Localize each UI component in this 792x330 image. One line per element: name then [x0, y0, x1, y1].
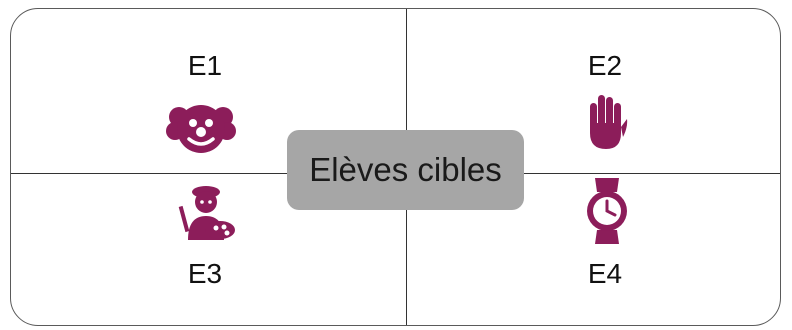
- quadrant-label-e3: E3: [187, 258, 223, 289]
- painter-artist-icon: [178, 182, 236, 245]
- clown-face-icon: [165, 95, 237, 164]
- center-box: Elèves cibles: [287, 130, 524, 210]
- wristwatch-icon: [585, 178, 629, 249]
- quadrant-label-e1: E1: [187, 50, 223, 81]
- raised-hand-icon: [584, 93, 628, 154]
- center-label: Elèves cibles: [309, 151, 502, 188]
- quadrant-label-e4: E4: [587, 258, 623, 289]
- quadrant-label-e2: E2: [587, 50, 623, 81]
